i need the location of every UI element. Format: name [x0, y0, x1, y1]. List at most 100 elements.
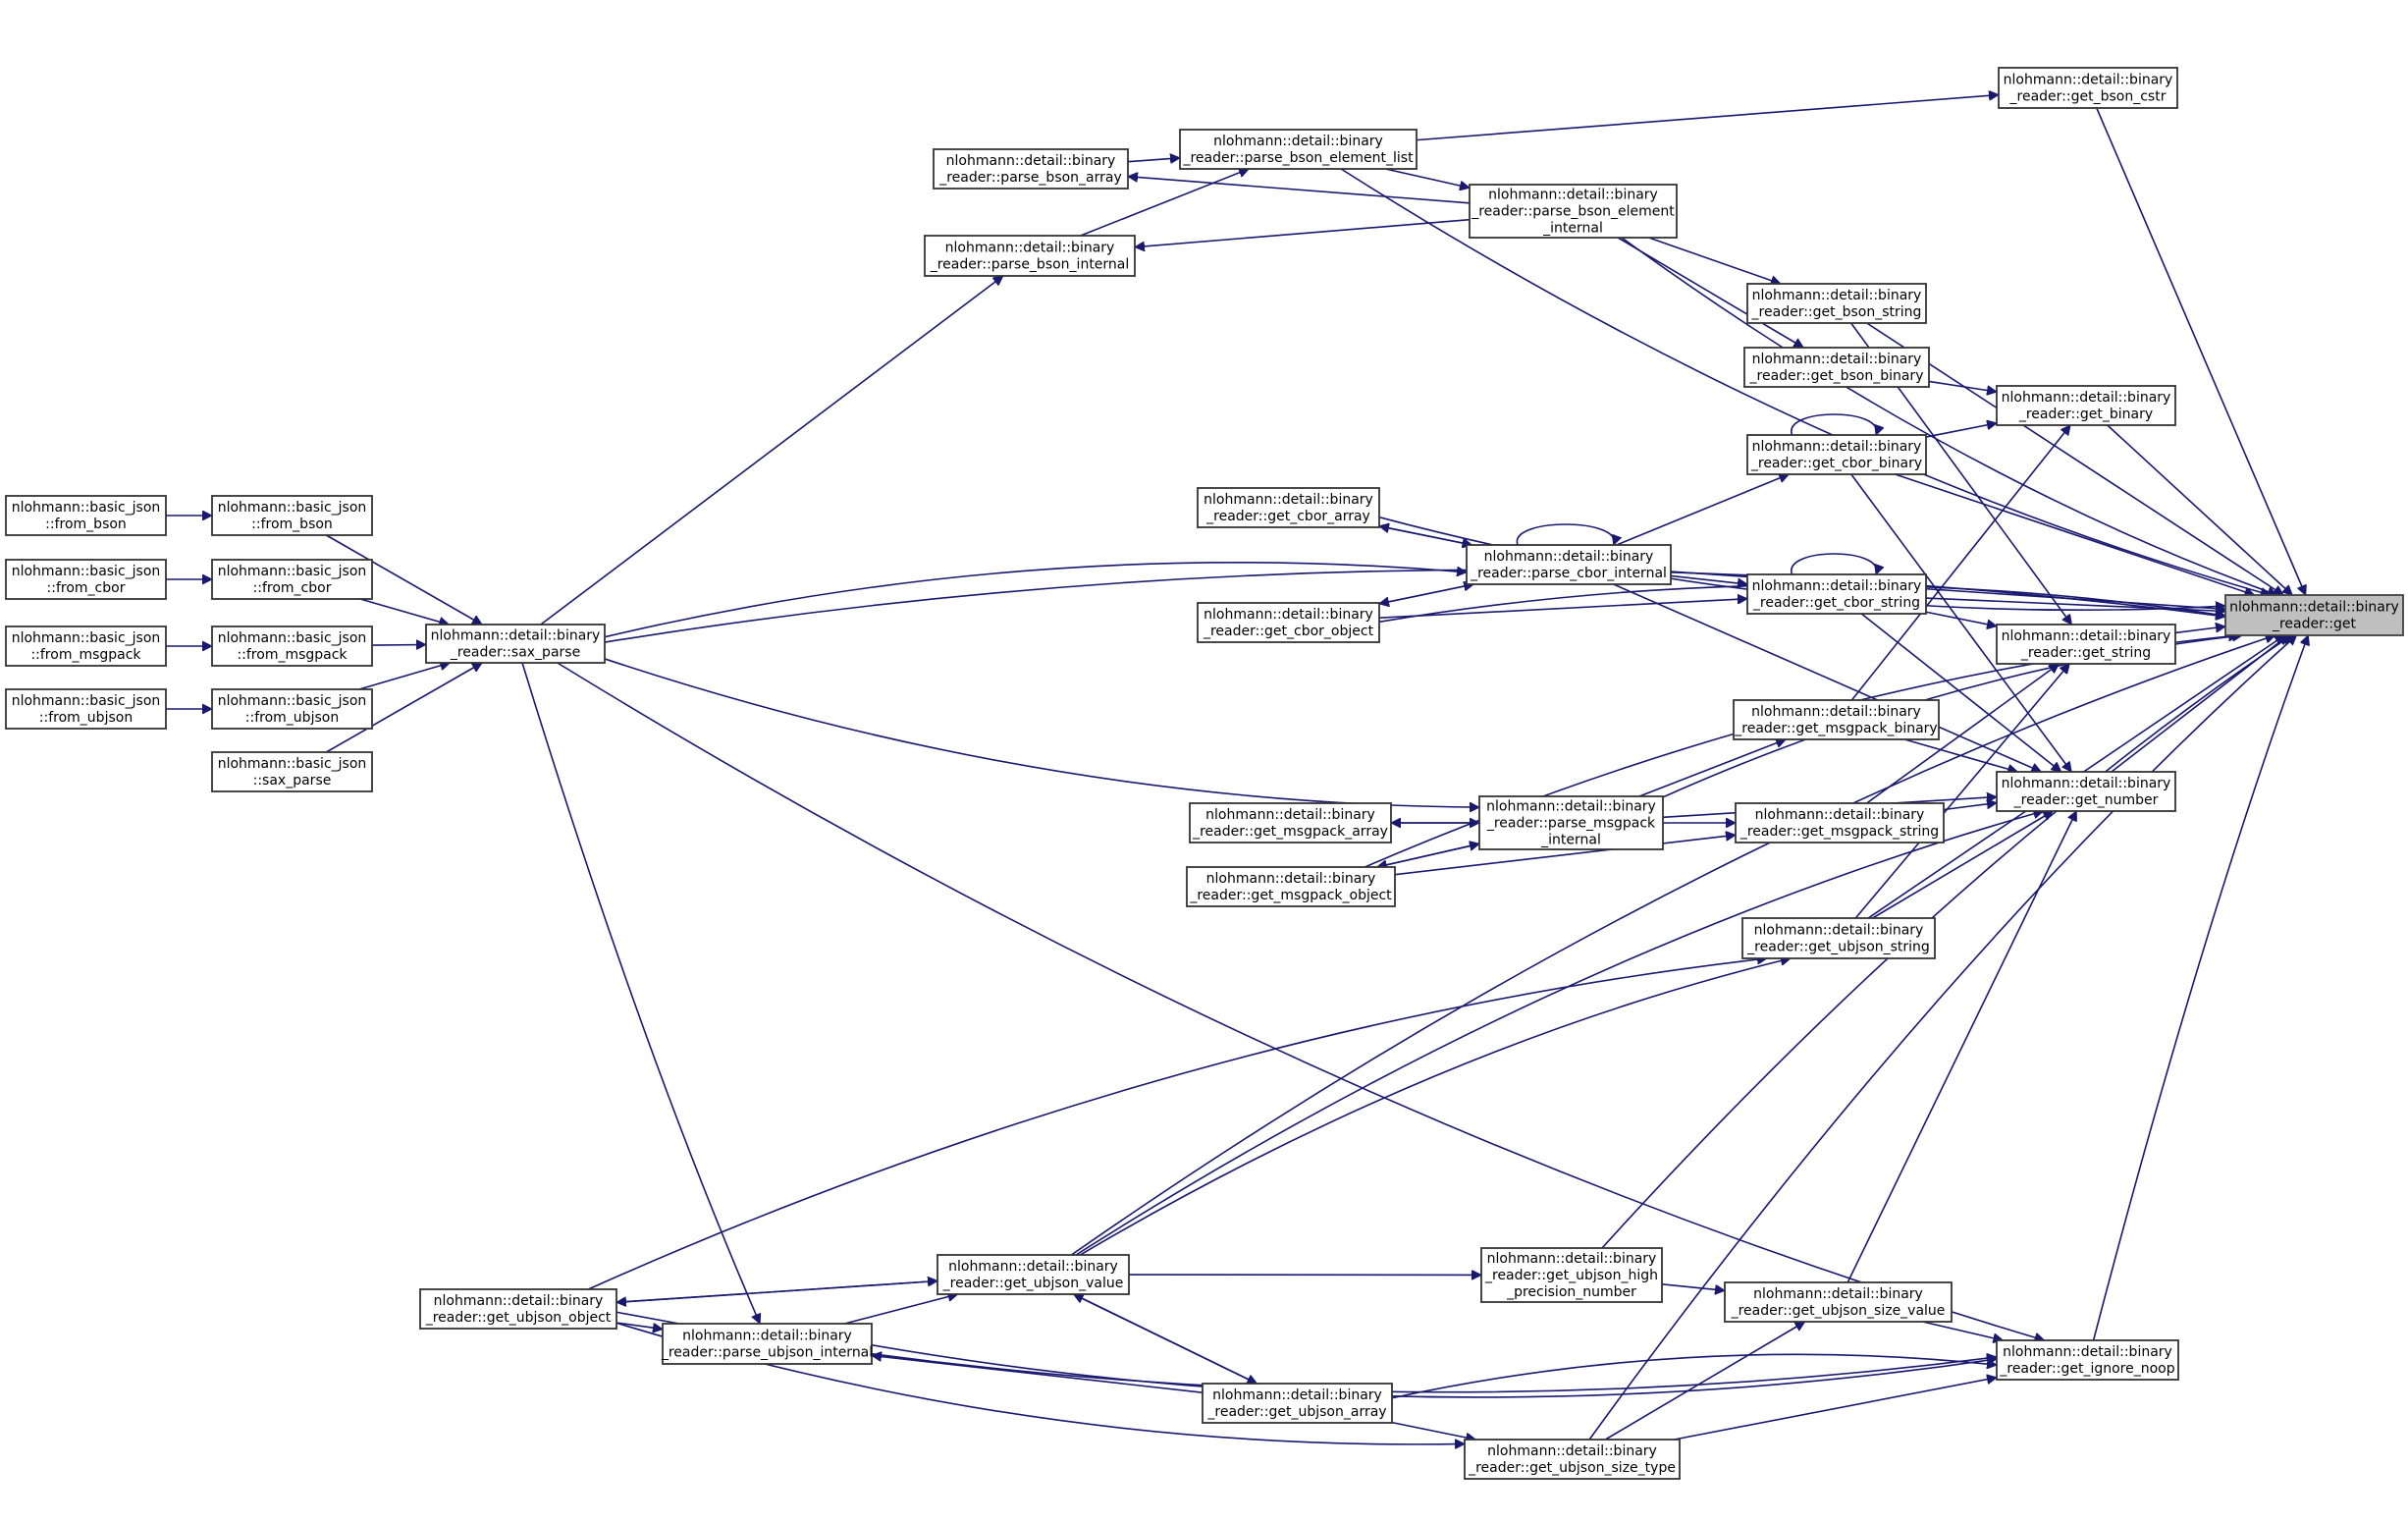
edge-get_cbor_binary-to-get_cbor_binary [1791, 413, 1877, 435]
node-label-line: nlohmann::detail::binary [1752, 578, 1922, 594]
node-box[interactable] [425, 624, 606, 664]
node-bj-sax-parse[interactable]: nlohmann::basic_json::sax_parse [211, 751, 373, 792]
node-bj-from-msgpack-2[interactable]: nlohmann::basic_json::from_msgpack [211, 626, 373, 667]
node-box[interactable] [1480, 1247, 1663, 1303]
node-box[interactable] [1179, 129, 1418, 170]
node-label-line: _reader::parse_ubjson_internal [661, 1345, 873, 1361]
node-get-ubjson-size-type[interactable]: nlohmann::detail::binary_reader::get_ubj… [1464, 1439, 1681, 1480]
node-label-line: nlohmann::basic_json [218, 630, 367, 646]
edge-parse_cbor_internal-to-get_cbor_array [1379, 526, 1472, 546]
node-get-bson-string[interactable]: nlohmann::detail::binary_reader::get_bso… [1746, 283, 1927, 324]
node-box[interactable] [1746, 573, 1927, 615]
node-label-line: _reader::get [2272, 617, 2357, 632]
node-box[interactable] [933, 148, 1129, 190]
edge-get_cbor_binary-to-get_binary [1925, 423, 1997, 438]
node-label-line: nlohmann::detail::binary [2229, 600, 2399, 616]
node-get-ubjson-object[interactable]: nlohmann::detail::binary_reader::get_ubj… [419, 1288, 617, 1330]
node-box[interactable] [1996, 771, 2176, 812]
node-box[interactable] [211, 688, 373, 730]
edge-get_cbor_object-to-get_cbor_string [1378, 599, 1747, 619]
edge-get_cbor_object-to-parse_cbor_internal [1378, 584, 1473, 605]
node-get-ubjson-high-precision-number[interactable]: nlohmann::detail::binary_reader::get_ubj… [1480, 1247, 1663, 1303]
node-parse-bson-internal[interactable]: nlohmann::detail::binary_reader::parse_b… [924, 235, 1136, 277]
node-bj-from-bson-2[interactable]: nlohmann::basic_json::from_bson [211, 495, 373, 536]
node-bj-from-ubjson-2[interactable]: nlohmann::basic_json::from_ubjson [211, 688, 373, 730]
edge-get_ubjson_array-to-get_ubjson_value [1074, 1293, 1258, 1385]
node-box[interactable] [211, 559, 373, 600]
node-bj-from-cbor-1[interactable]: nlohmann::basic_json::from_cbor [5, 559, 167, 600]
node-get-ubjson-size-value[interactable]: nlohmann::detail::binary_reader::get_ubj… [1724, 1281, 1953, 1323]
node-parse-bson-element-internal[interactable]: nlohmann::detail::binary_reader::parse_b… [1469, 184, 1678, 239]
node-label-line: nlohmann::detail::binary [1484, 549, 1654, 565]
node-parse-ubjson-internal[interactable]: nlohmann::detail::binary_reader::parse_u… [661, 1323, 873, 1365]
node-box[interactable] [1202, 1383, 1393, 1424]
node-box[interactable] [419, 1288, 617, 1330]
node-get-ubjson-array[interactable]: nlohmann::detail::binary_reader::get_ubj… [1202, 1383, 1393, 1424]
node-bj-from-msgpack-1[interactable]: nlohmann::basic_json::from_msgpack [5, 626, 167, 667]
node-label-line: nlohmann::detail::binary [1206, 871, 1376, 887]
node-bj-from-ubjson-1[interactable]: nlohmann::basic_json::from_ubjson [5, 688, 167, 730]
node-label-line: nlohmann::detail::binary [2002, 390, 2171, 406]
node-box[interactable] [5, 626, 167, 667]
node-box[interactable] [211, 751, 373, 792]
node-get-cbor-string[interactable]: nlohmann::detail::binary_reader::get_cbo… [1746, 573, 1927, 615]
node-get-cbor-array[interactable]: nlohmann::detail::binary_reader::get_cbo… [1197, 487, 1380, 528]
node-box[interactable] [1996, 624, 2176, 665]
node-box[interactable] [2224, 594, 2404, 636]
node-bj-from-bson-1[interactable]: nlohmann::basic_json::from_bson [5, 495, 167, 536]
node-box[interactable] [1996, 1339, 2179, 1381]
edge-get_ubjson_size_value-to-get_ignore_noop [1922, 1321, 2004, 1340]
edge-get_ubjson_size_type-to-get_ignore_noop [1674, 1378, 1997, 1441]
node-get-msgpack-binary[interactable]: nlohmann::detail::binary_reader::get_msg… [1733, 699, 1940, 740]
node-parse-cbor-internal[interactable]: nlohmann::detail::binary_reader::parse_c… [1466, 544, 1672, 585]
node-get-ignore-noop[interactable]: nlohmann::detail::binary_reader::get_ign… [1996, 1339, 2179, 1381]
node-get[interactable]: nlohmann::detail::binary_reader::get [2224, 594, 2404, 636]
node-box[interactable] [924, 235, 1136, 277]
node-box[interactable] [1197, 602, 1380, 643]
node-get-ubjson-string[interactable]: nlohmann::detail::binary_reader::get_ubj… [1741, 917, 1936, 959]
node-box[interactable] [936, 1254, 1130, 1295]
node-get-msgpack-object[interactable]: nlohmann::detail::binary_reader::get_msg… [1186, 866, 1396, 907]
node-label-line: _reader::get_msgpack_array [1192, 824, 1388, 840]
node-box[interactable] [1741, 917, 1936, 959]
node-box[interactable] [1186, 866, 1396, 907]
node-get-bson-cstr[interactable]: nlohmann::detail::binary_reader::get_bso… [1998, 67, 2178, 109]
node-box[interactable] [662, 1323, 873, 1365]
node-box[interactable] [1996, 385, 2176, 426]
node-get-cbor-binary[interactable]: nlohmann::detail::binary_reader::get_cbo… [1746, 434, 1927, 475]
node-get-binary[interactable]: nlohmann::detail::binary_reader::get_bin… [1996, 385, 2176, 426]
node-box[interactable] [211, 626, 373, 667]
node-box[interactable] [1746, 283, 1927, 324]
node-box[interactable] [1743, 347, 1930, 388]
node-box[interactable] [5, 495, 167, 536]
node-box[interactable] [211, 495, 373, 536]
node-box[interactable] [1724, 1281, 1953, 1323]
node-label-line: _reader::parse_msgpack [1486, 816, 1656, 832]
node-parse-bson-element-list[interactable]: nlohmann::detail::binary_reader::parse_b… [1179, 129, 1418, 170]
node-box[interactable] [1998, 67, 2178, 109]
node-box[interactable] [1464, 1439, 1681, 1480]
node-parse-bson-array[interactable]: nlohmann::detail::binary_reader::parse_b… [933, 148, 1129, 190]
node-sax-parse[interactable]: nlohmann::detail::binary_reader::sax_par… [425, 624, 606, 664]
node-box[interactable] [5, 688, 167, 730]
edge-get_binary-to-get [2107, 424, 2292, 595]
node-get-number[interactable]: nlohmann::detail::binary_reader::get_num… [1996, 771, 2176, 812]
node-parse-msgpack-internal[interactable]: nlohmann::detail::binary_reader::parse_m… [1478, 795, 1664, 850]
node-box[interactable] [1735, 802, 1945, 843]
node-box[interactable] [5, 559, 167, 600]
node-get-msgpack-string[interactable]: nlohmann::detail::binary_reader::get_msg… [1735, 802, 1945, 843]
node-box[interactable] [1733, 699, 1940, 740]
node-label-line: nlohmann::detail::binary [1487, 1443, 1657, 1459]
node-bj-from-cbor-2[interactable]: nlohmann::basic_json::from_cbor [211, 559, 373, 600]
node-box[interactable] [1469, 184, 1678, 239]
node-get-cbor-object[interactable]: nlohmann::detail::binary_reader::get_cbo… [1197, 602, 1380, 643]
node-get-string[interactable]: nlohmann::detail::binary_reader::get_str… [1996, 624, 2176, 665]
node-box[interactable] [1746, 434, 1927, 475]
node-box[interactable] [1197, 487, 1380, 528]
node-box[interactable] [1478, 795, 1664, 850]
node-get-ubjson-value[interactable]: nlohmann::detail::binary_reader::get_ubj… [936, 1254, 1130, 1295]
node-get-msgpack-array[interactable]: nlohmann::detail::binary_reader::get_msg… [1189, 802, 1392, 843]
node-box[interactable] [1189, 802, 1392, 843]
node-box[interactable] [1466, 544, 1672, 585]
node-get-bson-binary[interactable]: nlohmann::detail::binary_reader::get_bso… [1743, 347, 1930, 388]
